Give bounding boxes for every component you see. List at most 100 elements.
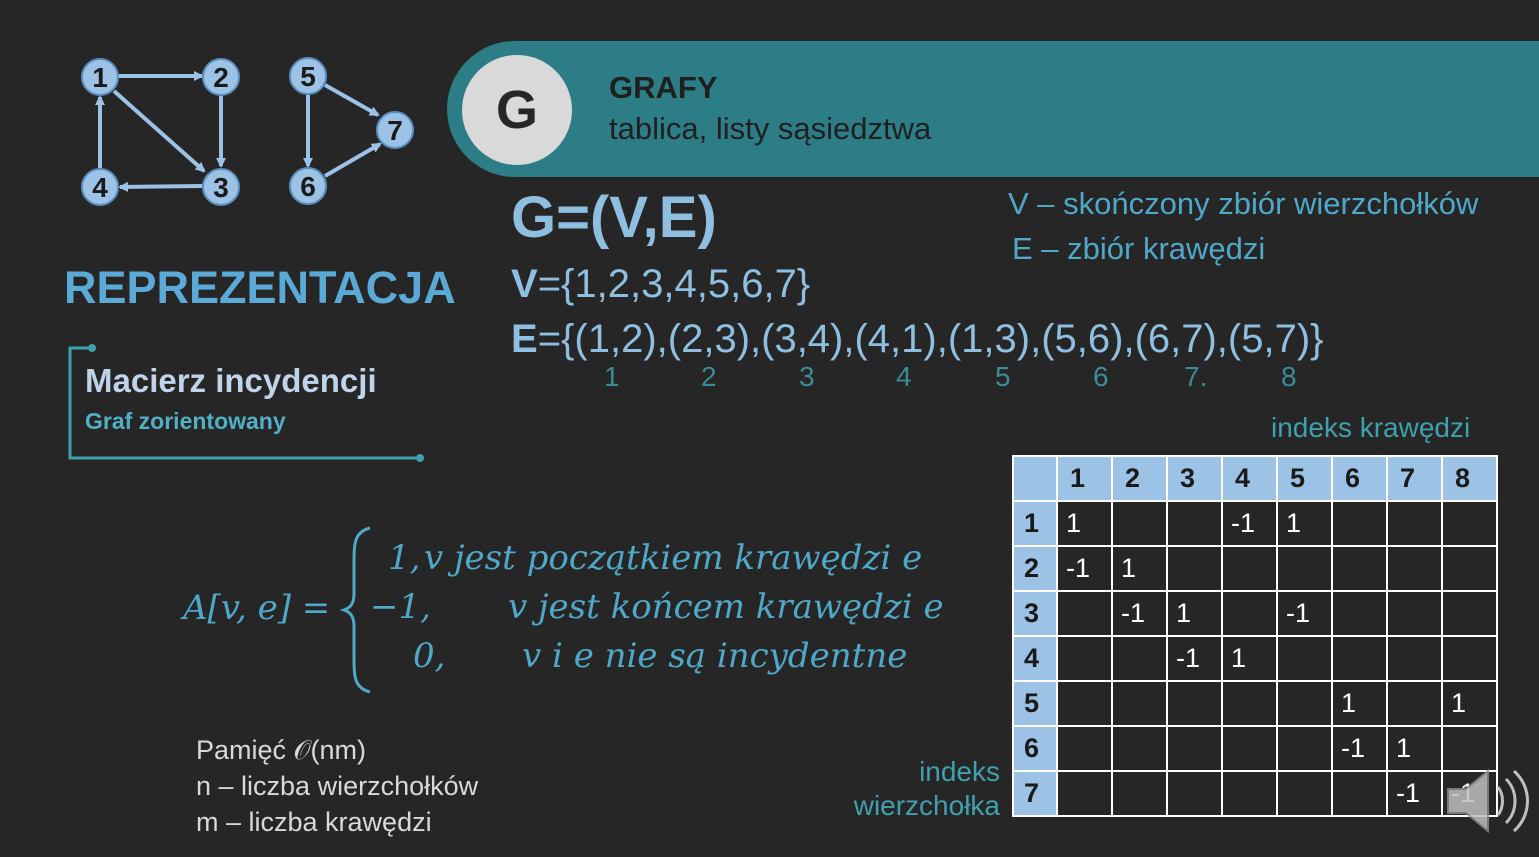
edge-index: 6 <box>1093 361 1109 392</box>
case1-text: v jest początkiem krawędzi e <box>424 538 923 578</box>
edge-index: 4 <box>896 361 912 392</box>
edge-set-label: E <box>511 317 538 361</box>
column-header: 2 <box>1111 455 1168 502</box>
vertex-set-label: V <box>511 262 538 306</box>
graph-node: 7 <box>376 111 414 149</box>
box-title: Macierz incydencji <box>85 362 377 399</box>
matrix-cell <box>1386 590 1443 637</box>
case3-text: v i e nie są incydentne <box>522 636 908 676</box>
row-header: 3 <box>1012 590 1058 637</box>
matrix-cell: -1 <box>1111 590 1168 637</box>
matrix-cell <box>1276 680 1333 727</box>
matrix-cell: -1 <box>1056 545 1113 592</box>
svg-text:3: 3 <box>213 172 229 203</box>
row-header: 6 <box>1012 725 1058 772</box>
formula-lhs: A[v, e] = <box>183 588 331 628</box>
matrix-cell <box>1331 770 1388 817</box>
graph-node: 3 <box>202 168 240 206</box>
matrix-cell <box>1386 545 1443 592</box>
matrix-cell: -1 <box>1386 770 1443 817</box>
column-header: 6 <box>1331 455 1388 502</box>
graph-node: 4 <box>81 168 119 206</box>
header-title: GRAFY <box>609 70 718 105</box>
table-row: 1 1 -1 1 <box>1012 500 1498 547</box>
matrix-cell <box>1056 725 1113 772</box>
matrix-cell <box>1331 545 1388 592</box>
row-axis-label: indeks wierzchołka <box>848 755 1000 823</box>
matrix-cell <box>1441 545 1498 592</box>
table-row: 3 -1 1 -1 <box>1012 590 1498 637</box>
edge-index: 2 <box>701 361 717 392</box>
svg-text:1: 1 <box>92 62 108 93</box>
matrix-cell: 1 <box>1386 725 1443 772</box>
edge-index: 1 <box>604 361 620 392</box>
incidence-matrix: 1 2 3 4 5 6 7 8 1 1 -1 1 2 -1 1 3 -1 1 -… <box>1012 455 1498 817</box>
matrix-cell: 1 <box>1441 680 1498 727</box>
column-header: 7 <box>1386 455 1443 502</box>
section-title: REPREZENTACJA <box>64 262 456 313</box>
graph-node: 2 <box>202 58 240 96</box>
column-header: 4 <box>1221 455 1278 502</box>
svg-text:5: 5 <box>300 61 316 92</box>
svg-text:6: 6 <box>300 171 316 202</box>
table-row: 5 1 1 <box>1012 680 1498 727</box>
row-header: 4 <box>1012 635 1058 682</box>
matrix-cell <box>1276 725 1333 772</box>
matrix-cell: -1 <box>1331 725 1388 772</box>
svg-text:4: 4 <box>92 172 108 203</box>
table-row: 6 -1 1 <box>1012 725 1498 772</box>
matrix-cell: -1 <box>1166 635 1223 682</box>
matrix-cell: 1 <box>1221 635 1278 682</box>
table-row: 7 -1 -1 <box>1012 770 1498 817</box>
table-row: 2 -1 1 <box>1012 545 1498 592</box>
matrix-cell: 1 <box>1056 500 1113 547</box>
svg-text:2: 2 <box>213 62 229 93</box>
table-row: 4 -1 1 <box>1012 635 1498 682</box>
matrix-cell <box>1441 590 1498 637</box>
speaker-icon[interactable] <box>1444 765 1534 837</box>
matrix-cell <box>1221 770 1278 817</box>
matrix-corner <box>1012 455 1058 502</box>
matrix-cell: 1 <box>1166 590 1223 637</box>
row-header: 2 <box>1012 545 1058 592</box>
matrix-cell <box>1386 500 1443 547</box>
matrix-cell: -1 <box>1221 500 1278 547</box>
graph-edge <box>324 83 380 117</box>
matrix-cell <box>1386 635 1443 682</box>
row-header: 7 <box>1012 770 1058 817</box>
matrix-cell <box>1056 680 1113 727</box>
case1-value: 1, <box>388 538 421 578</box>
edge-set: E={(1,2),(2,3),(3,4),(4,1),(1,3),(5,6),(… <box>511 317 1324 362</box>
case2-text: v jest końcem krawędzi e <box>508 587 944 627</box>
matrix-cell: 1 <box>1276 500 1333 547</box>
matrix-cell <box>1111 500 1168 547</box>
graph-edge <box>323 142 382 178</box>
column-header: 1 <box>1056 455 1113 502</box>
matrix-header-row: 1 2 3 4 5 6 7 8 <box>1012 455 1498 502</box>
memory-n: n – liczba wierzchołków <box>196 771 479 801</box>
svg-text:7: 7 <box>387 115 403 146</box>
matrix-cell <box>1166 725 1223 772</box>
header-banner <box>447 41 1539 177</box>
matrix-cell <box>1111 635 1168 682</box>
matrix-cell <box>1276 770 1333 817</box>
case3-value: 0, <box>413 636 446 676</box>
column-axis-label: indeks krawędzi <box>1271 412 1471 443</box>
matrix-cell <box>1056 590 1113 637</box>
row-axis-label-line1: indeks <box>919 756 1000 787</box>
graph-node: 1 <box>81 58 119 96</box>
edge-index: 7. <box>1184 361 1208 392</box>
matrix-cell <box>1386 680 1443 727</box>
matrix-cell <box>1111 725 1168 772</box>
column-header: 3 <box>1166 455 1223 502</box>
graph-definition: G=(V,E) <box>511 185 717 250</box>
matrix-cell <box>1331 590 1388 637</box>
edge-index: 3 <box>799 361 815 392</box>
example-graph: 1 2 3 4 5 6 7 <box>81 57 414 206</box>
matrix-cell <box>1221 680 1278 727</box>
graph-edge <box>112 89 206 173</box>
matrix-cell <box>1331 635 1388 682</box>
matrix-cell <box>1166 770 1223 817</box>
edge-index: 5 <box>995 361 1011 392</box>
memory-m: m – liczba krawędzi <box>196 807 432 837</box>
